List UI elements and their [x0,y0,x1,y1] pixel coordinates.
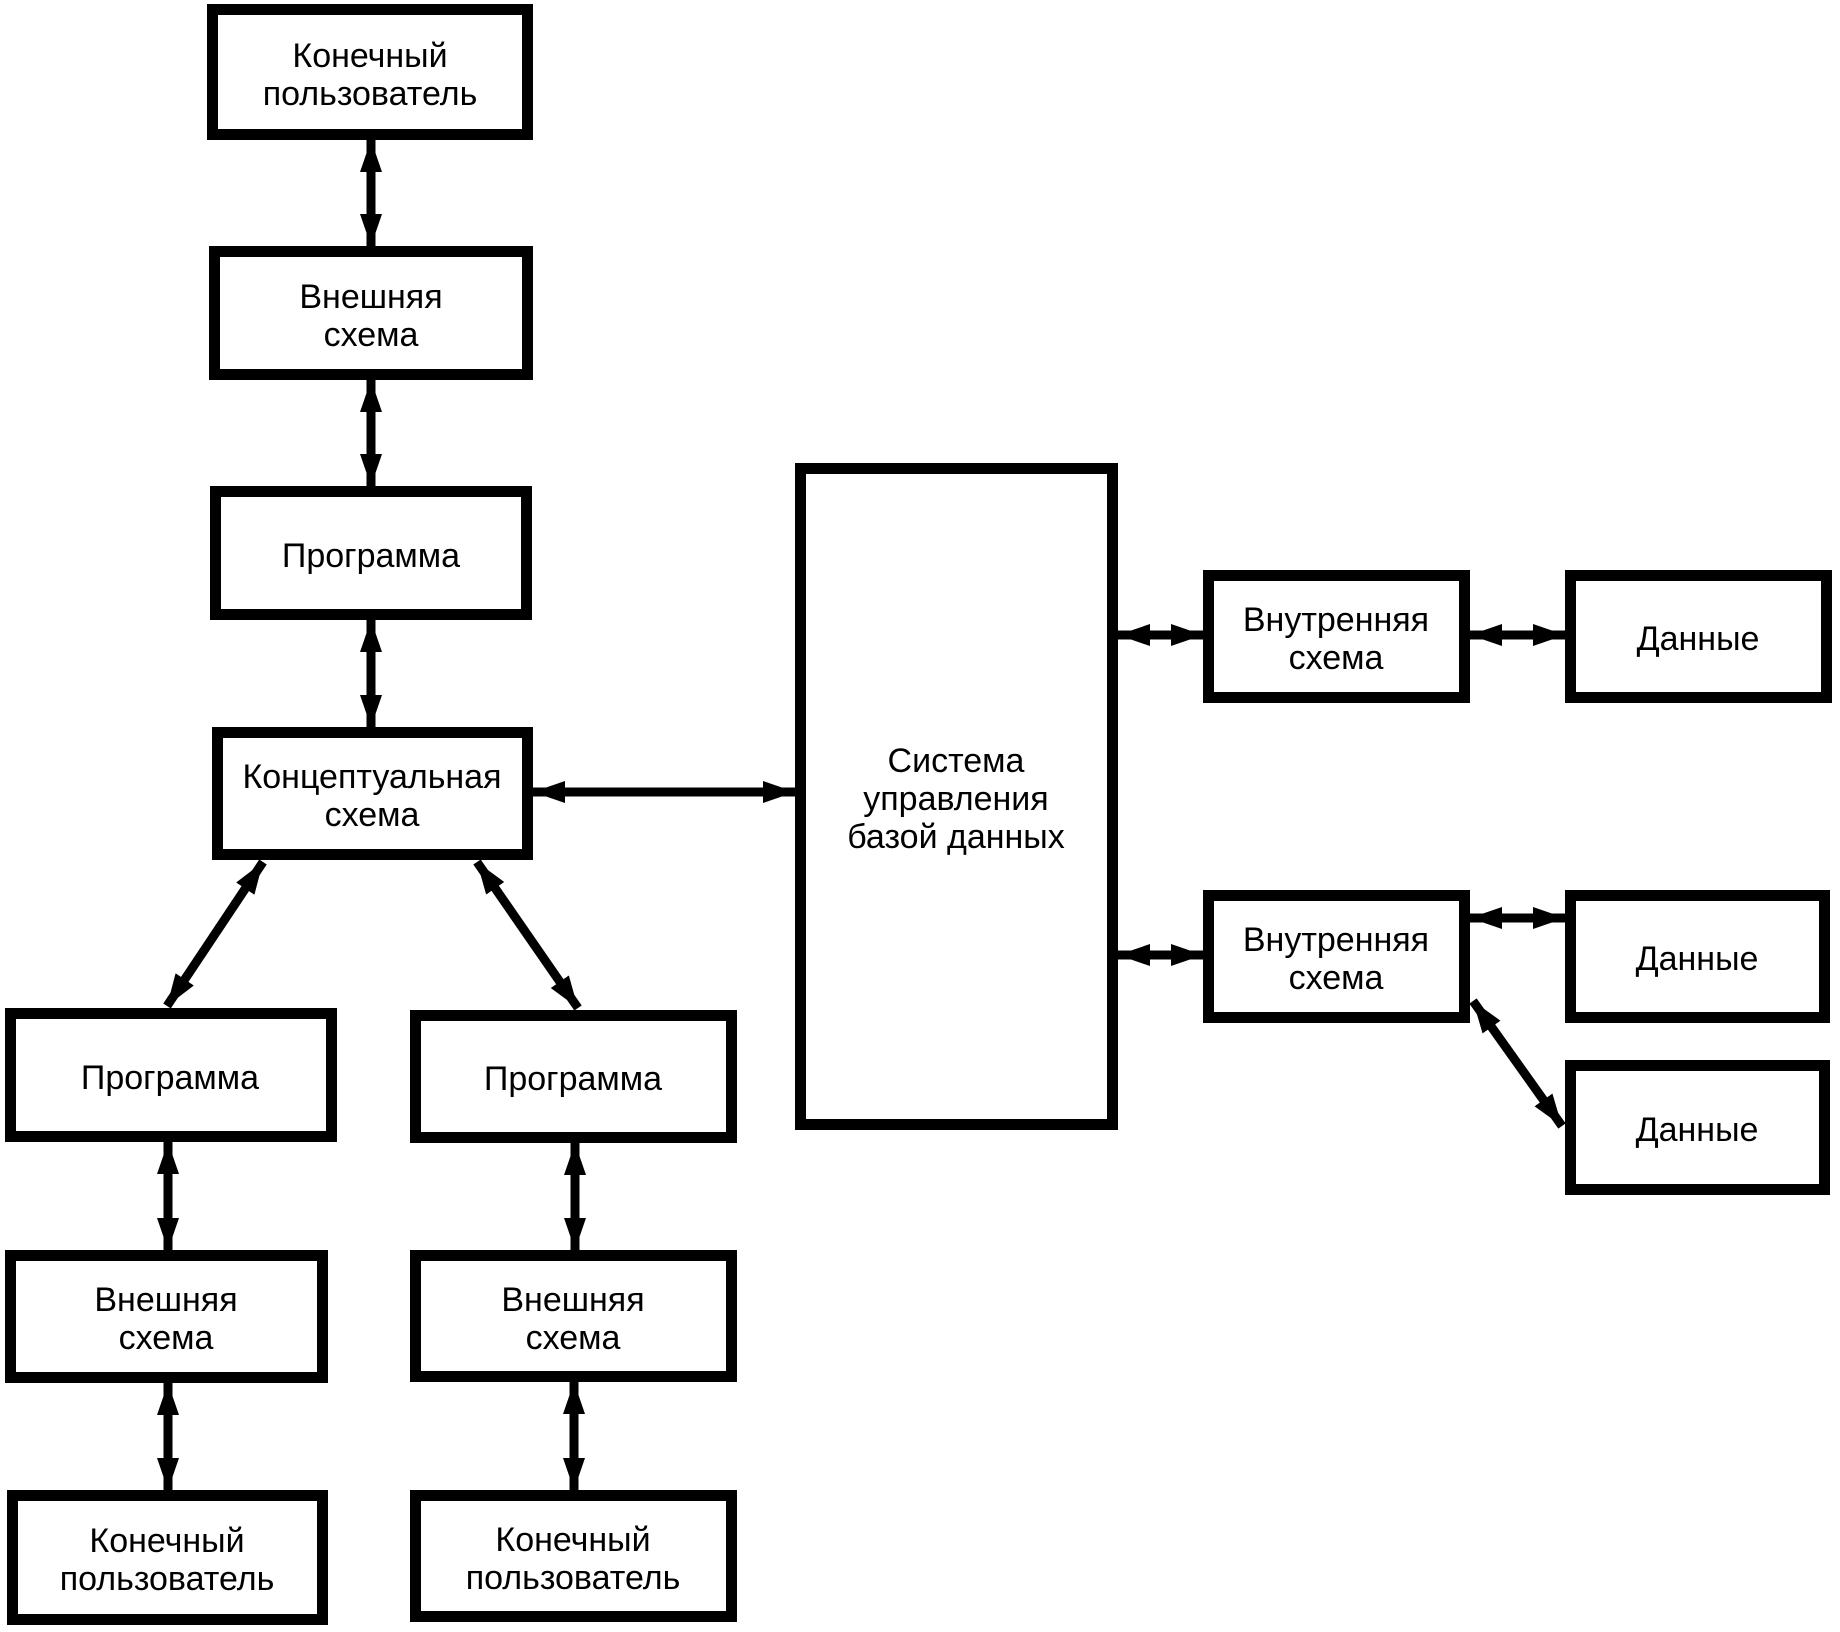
node-box-dbms [795,463,1118,1130]
node-box-program-top [210,486,532,620]
node-label: Система [888,742,1025,780]
node-dbms: Система управления базой данных [795,463,1118,1130]
arrow-conceptual-program-b [473,859,582,1011]
node-label: пользователь [263,75,478,113]
node-box-conceptual-schema [212,727,533,860]
node-ext-schema-a: Внешняя схема [5,1250,328,1383]
node-program-b: Программа [410,1010,737,1143]
node-label: пользователь [60,1560,275,1598]
node-label: Конечный [495,1521,650,1559]
node-int-schema-2: Внутренняя схема [1203,890,1470,1023]
node-label: Внутренняя [1243,601,1429,639]
node-label: Внутренняя [1243,921,1429,959]
node-box-ext-schema-top [209,246,533,380]
node-int-schema-1: Внутренняя схема [1203,570,1470,703]
arrow-conceptual-program-a [163,859,267,1009]
node-label: Внешняя [299,278,442,316]
node-box-end-user-b [410,1490,737,1622]
node-box-int-schema-2 [1203,890,1470,1023]
node-label: пользователь [466,1559,681,1597]
node-label: Программа [81,1059,259,1097]
node-label: схема [119,1319,214,1357]
node-ext-schema-top: Внешняя схема [209,246,533,380]
node-program-top: Программа [210,486,532,620]
node-conceptual-schema: Концептуальная схема [212,727,533,860]
node-box-end-user-top [207,4,533,140]
node-label: Внешняя [94,1281,237,1319]
node-box-data-3 [1565,1060,1830,1195]
node-box-ext-schema-a [5,1250,328,1383]
arrow-intschema2-data3 [1469,998,1566,1129]
node-box-program-b [410,1010,737,1143]
node-data-2: Данные [1565,890,1830,1023]
node-label: Концептуальная [242,758,501,796]
node-end-user-a: Конечный пользователь [7,1490,328,1625]
node-label: базой данных [847,818,1065,856]
node-label: Конечный [292,37,447,75]
node-label: Программа [282,537,460,575]
node-box-int-schema-1 [1203,570,1470,703]
node-ext-schema-b: Внешняя схема [410,1250,737,1382]
node-label: схема [1289,959,1384,997]
node-box-data-2 [1565,890,1830,1023]
node-label: Программа [484,1060,662,1098]
node-label: Данные [1637,620,1760,658]
node-label: схема [526,1319,621,1357]
node-box-data-1 [1565,570,1832,703]
node-label: Данные [1636,940,1759,978]
node-end-user-top: Конечный пользователь [207,4,533,140]
node-end-user-b: Конечный пользователь [410,1490,737,1622]
node-label: Данные [1636,1111,1759,1149]
node-box-end-user-a [7,1490,328,1625]
node-label: Конечный [89,1522,244,1560]
node-box-ext-schema-b [410,1250,737,1382]
node-program-a: Программа [5,1008,337,1142]
node-label: схема [325,796,420,834]
node-label: Внешняя [501,1281,644,1319]
node-data-3: Данные [1565,1060,1830,1195]
node-box-program-a [5,1008,337,1142]
node-label: схема [1289,639,1384,677]
node-label: управления [863,780,1048,818]
node-label: схема [324,316,419,354]
node-data-1: Данные [1565,570,1832,703]
